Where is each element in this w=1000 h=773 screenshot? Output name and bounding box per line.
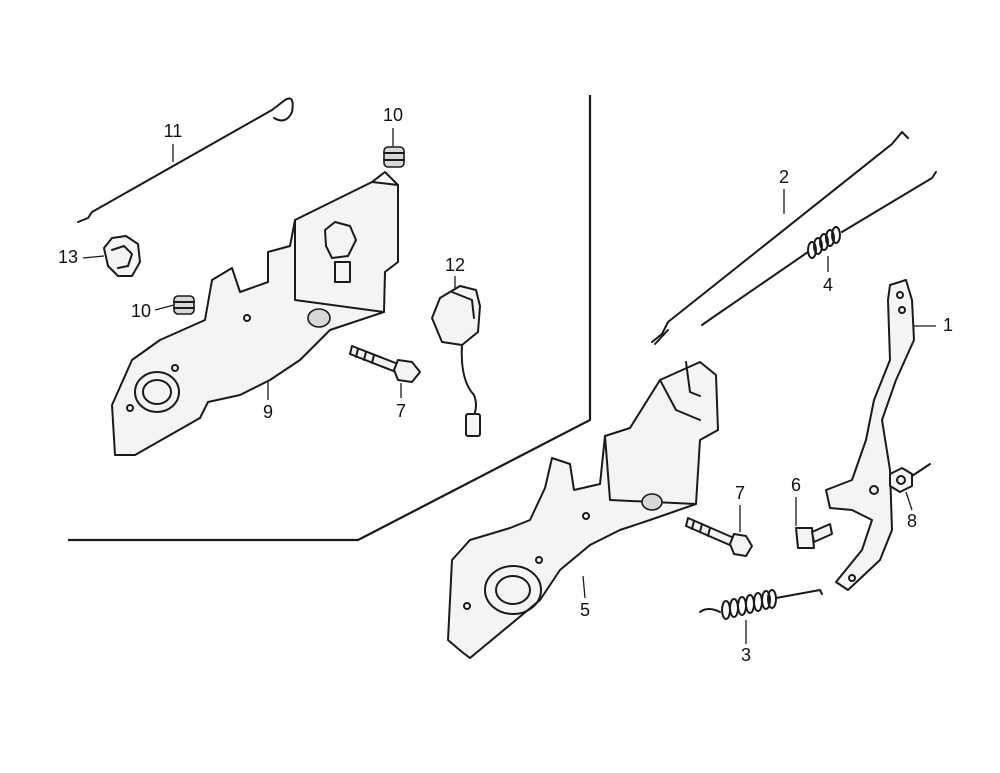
callout-13: 13: [58, 247, 78, 267]
callout-7-upper: 7: [396, 401, 406, 421]
part-13-clip: [103, 235, 141, 277]
part-4-spring-coil: [807, 226, 841, 259]
part-12-switch: [431, 285, 481, 437]
callout-3: 3: [741, 645, 751, 665]
part-11-rod: [77, 97, 294, 223]
callout-4: 4: [823, 275, 833, 295]
part-4-rod-spring: [701, 171, 937, 326]
part-2-rod: [651, 131, 909, 345]
callout-12: 12: [445, 255, 465, 275]
part-10-grommet-upper: [383, 146, 405, 168]
callout-10-lower: 10: [131, 301, 151, 321]
callout-7-lower: 7: [735, 483, 745, 503]
callout-10-upper: 10: [383, 105, 403, 125]
inset-divider: [68, 95, 592, 542]
callouts: 11 10 13 10 12 9 7 2 4 1 6 7 8 5 3: [58, 105, 953, 665]
callout-1: 1: [943, 315, 953, 335]
callout-9: 9: [263, 402, 273, 422]
callout-2: 2: [779, 167, 789, 187]
part-1-governor-arm: [825, 279, 915, 591]
part-8-nut: [889, 463, 931, 493]
part-7-bolt-upper: [349, 345, 421, 383]
part-6-screw: [795, 523, 833, 549]
leader-lines: [82, 128, 936, 644]
part-3-spring-coil: [721, 589, 777, 620]
callout-11: 11: [164, 121, 183, 141]
part-5-control-base: [447, 361, 719, 659]
callout-8: 8: [907, 511, 917, 531]
part-3-spring: [699, 589, 823, 620]
part-10-grommet-lower: [173, 295, 195, 315]
callout-6: 6: [791, 475, 801, 495]
callout-5: 5: [580, 600, 590, 620]
part-9-control-base: [111, 171, 399, 456]
part-7-bolt-lower: [685, 517, 753, 557]
